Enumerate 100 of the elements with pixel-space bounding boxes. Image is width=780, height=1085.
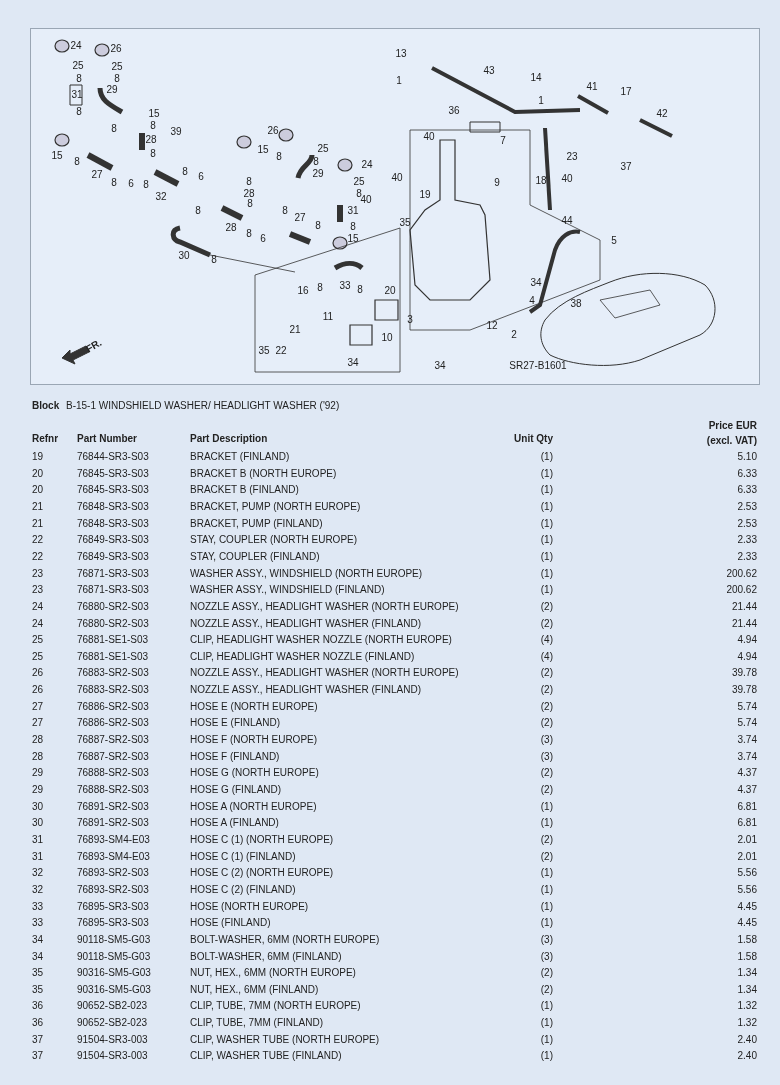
callout-number: 8 [182,167,188,177]
table-cell: (4) [540,634,553,647]
table-cell: 3.74 [737,750,757,763]
table-cell: 21.44 [731,617,757,630]
callout-number: 8 [357,285,363,295]
callout-number: 22 [275,346,287,356]
table-cell: 76895-SR3-S03 [77,900,149,913]
callout-number: 40 [391,173,403,183]
callout-number: 34 [530,278,542,288]
callout-number: 9 [494,178,500,188]
callout-number: 11 [322,312,334,322]
table-cell: 2.33 [737,550,757,563]
table-cell: 27 [32,717,44,730]
table-cell: 76893-SR2-S03 [77,867,149,880]
callout-number: 34 [434,361,446,371]
callout-number: 8 [111,124,117,134]
table-cell: HOSE C (2) (NORTH EUROPE) [190,867,334,880]
callout-number: 35 [258,346,270,356]
table-cell: 76880-SR2-S03 [77,600,149,613]
table-cell: 33 [32,917,44,930]
callout-number: 13 [395,49,407,59]
callout-number: 14 [530,73,542,83]
table-cell: (1) [540,467,553,480]
callout-number: 8 [76,74,82,84]
table-cell: 25 [32,650,44,663]
callout-number: 15 [347,234,359,244]
table-cell: (2) [540,717,553,730]
table-cell: BOLT-WASHER, 6MM (NORTH EUROPE) [190,933,380,946]
table-cell: (1) [540,550,553,563]
block-label: Block [32,400,60,412]
callout-number: 42 [656,109,668,119]
table-cell: (2) [540,700,553,713]
table-cell: STAY, COUPLER (NORTH EUROPE) [190,534,358,547]
callout-number: 12 [486,321,498,331]
table-cell: BRACKET (FINLAND) [190,451,290,463]
table-cell: (2) [540,833,553,846]
table-cell: 26 [32,684,44,697]
table-cell: BRACKET B (FINLAND) [190,484,299,497]
callout-number: 15 [148,109,160,119]
table-cell: 76891-SR2-S03 [77,800,149,813]
callout-number: 8 [211,255,217,265]
table-cell: 76891-SR2-S03 [77,817,149,830]
table-cell: WASHER ASSY., WINDSHIELD (FINLAND) [190,584,385,597]
table-cell: (1) [540,1033,553,1046]
table-cell: 34 [32,950,44,963]
column-header: Refnr [32,433,59,445]
table-cell: 90118-SM5-G03 [77,933,151,946]
table-cell: 36 [32,1000,44,1013]
table-cell: 91504-SR3-003 [77,1033,148,1046]
table-cell: 76887-SR2-S03 [77,734,149,747]
callout-number: 17 [620,87,632,97]
callout-number: 30 [178,251,190,261]
callout-number: 10 [381,333,393,343]
table-cell: 28 [32,734,44,747]
table-cell: HOSE G (NORTH EUROPE) [190,767,319,780]
table-cell: 90316-SM5-G03 [77,983,151,996]
callout-number: 8 [114,74,120,84]
callout-number: 25 [353,177,365,187]
table-cell: HOSE F (FINLAND) [190,750,280,763]
callout-number: 8 [150,149,156,159]
direction-label: FR. [84,337,104,355]
callout-number: 5 [611,236,617,246]
callout-number: 27 [294,213,306,223]
column-header: Unit Qty [514,433,553,445]
table-cell: 23 [32,567,44,580]
table-cell: (1) [540,900,553,913]
table-cell: (1) [540,800,553,813]
table-cell: 5.10 [737,451,757,463]
table-cell: 76871-SR3-S03 [77,584,149,597]
table-cell: WASHER ASSY., WINDSHIELD (NORTH EUROPE) [190,567,423,580]
table-cell: (2) [540,983,553,996]
callout-number: 7 [500,136,506,146]
callout-number: 8 [350,222,356,232]
callout-number: 25 [111,62,123,72]
table-cell: 35 [32,967,44,980]
table-cell: (1) [540,484,553,497]
table-cell: 1.32 [737,1000,757,1013]
table-cell: HOSE C (1) (FINLAND) [190,850,296,863]
callout-number: 35 [399,218,411,228]
table-cell: 4.45 [737,917,757,930]
callout-number: 21 [289,325,301,335]
table-cell: 39.78 [731,684,757,697]
callout-number: 24 [70,41,82,51]
table-cell: CLIP, WASHER TUBE (FINLAND) [190,1050,342,1063]
table-cell: 27 [32,700,44,713]
callout-number: 34 [347,358,359,368]
callout-number: 19 [419,190,431,200]
callout-number: 39 [170,127,182,137]
table-cell: 76893-SM4-E03 [77,850,150,863]
callout-number: 16 [297,286,309,296]
table-cell: (3) [540,933,553,946]
callout-number: 8 [317,283,323,293]
callout-number: 8 [74,157,80,167]
table-cell: (1) [540,883,553,896]
callout-number: 37 [620,162,632,172]
table-cell: 26 [32,667,44,680]
table-cell: 4.45 [737,900,757,913]
table-cell: 39.78 [731,667,757,680]
callout-number: 6 [198,172,204,182]
callout-number: 2 [511,330,517,340]
